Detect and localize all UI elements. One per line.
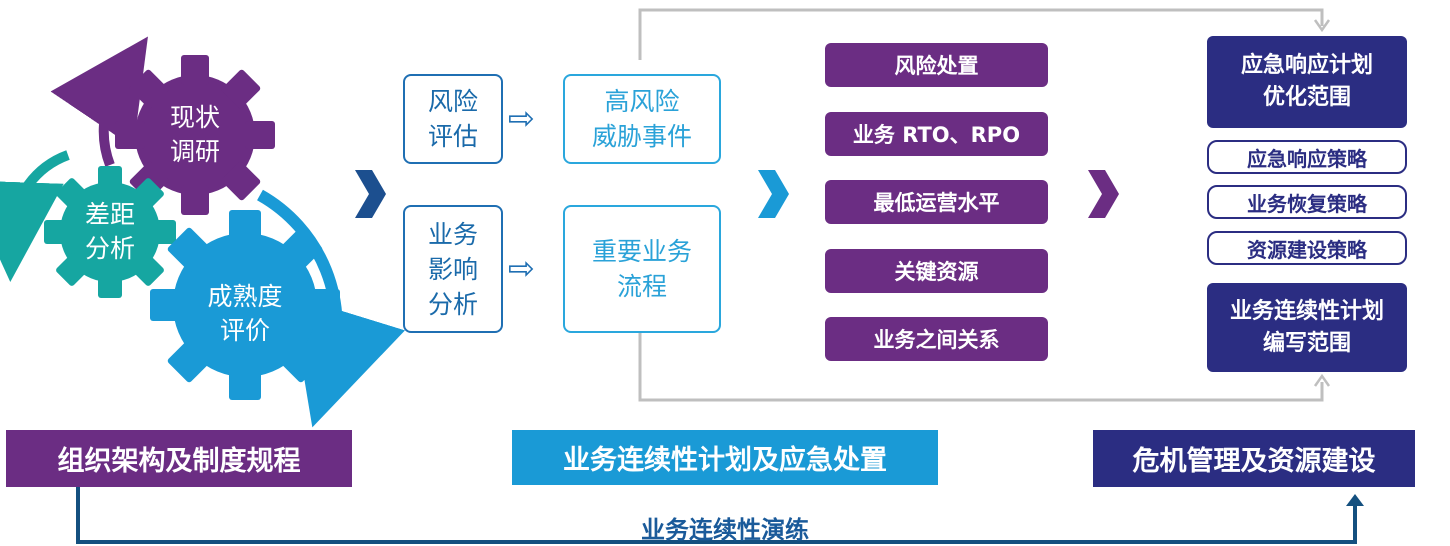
drill-connector bbox=[76, 487, 1357, 544]
output-rto-rpo: 业务 RTO、RPO bbox=[825, 112, 1048, 156]
strategy-resource-building: 资源建设策略 bbox=[1207, 231, 1407, 265]
drill-label: 业务连续性演练 bbox=[641, 516, 809, 544]
output-business-relations: 业务之间关系 bbox=[825, 317, 1048, 361]
emergency-plan-scope: 应急响应计划 优化范围 bbox=[1207, 36, 1407, 128]
gear-teal bbox=[44, 166, 176, 298]
high-risk-events-box: 高风险 威胁事件 bbox=[563, 74, 721, 164]
output-risk-treatment: 风险处置 bbox=[825, 43, 1048, 87]
gear-label-gap-analysis: 差距 分析 bbox=[84, 200, 135, 263]
output-min-operation: 最低运营水平 bbox=[825, 180, 1048, 224]
strategy-emergency-response: 应急响应策略 bbox=[1207, 140, 1407, 174]
chevron-icon-3 bbox=[1088, 170, 1119, 218]
key-processes-box: 重要业务 流程 bbox=[563, 205, 721, 333]
output-key-resources: 关键资源 bbox=[825, 249, 1048, 293]
cycle-arc-purple bbox=[50, 36, 148, 167]
drill-arrowhead bbox=[1346, 494, 1364, 506]
banner-crisis: 危机管理及资源建设 bbox=[1093, 430, 1415, 487]
banner-organization: 组织架构及制度规程 bbox=[6, 430, 352, 487]
gear-label-maturity: 成熟度 评价 bbox=[207, 282, 283, 345]
cycle-arc-blue bbox=[257, 189, 405, 428]
bcp-writing-scope: 业务连续性计划 编写范围 bbox=[1207, 283, 1407, 372]
chevron-icon-1 bbox=[355, 170, 386, 218]
gear-blue bbox=[150, 210, 340, 400]
gear-label-status-research: 现状 调研 bbox=[169, 103, 220, 166]
connector-bottom bbox=[638, 330, 1324, 402]
hollow-arrow-icon-1: ⇨ bbox=[508, 99, 535, 137]
banner-bcp: 业务连续性计划及应急处置 bbox=[512, 430, 938, 485]
risk-assessment-box: 风险 评估 bbox=[403, 74, 503, 164]
hollow-arrow-icon-2: ⇨ bbox=[508, 249, 535, 287]
chevron-icon-2 bbox=[758, 170, 789, 218]
strategy-business-recovery: 业务恢复策略 bbox=[1207, 185, 1407, 219]
business-impact-box: 业务 影响 分析 bbox=[403, 205, 503, 333]
gear-purple bbox=[115, 55, 275, 215]
cycle-arc-teal bbox=[0, 150, 70, 282]
connector-top bbox=[638, 8, 1324, 60]
